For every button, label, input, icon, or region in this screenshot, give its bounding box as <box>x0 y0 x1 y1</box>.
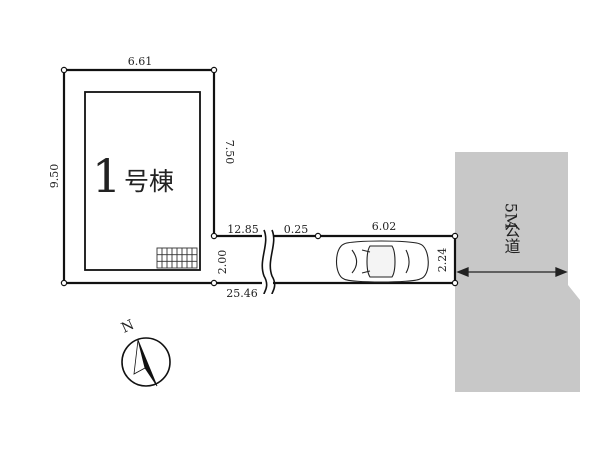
car-icon <box>335 240 429 283</box>
road-width-label: 5M <box>502 203 521 230</box>
road-width-arrow <box>456 267 568 277</box>
entrance-grid <box>156 247 198 269</box>
dim-seg3: 6.02 <box>372 220 397 233</box>
break-mark-right <box>269 229 276 295</box>
building-number: 1 <box>92 149 121 203</box>
break-gap <box>262 230 273 290</box>
break-mark-left <box>261 229 268 295</box>
dim-passage-width: 2.00 <box>216 250 229 275</box>
building-footprint <box>84 91 201 271</box>
corner-markers <box>60 66 459 287</box>
dim-lot-top: 6.61 <box>128 55 153 68</box>
dim-frontage: 2.24 <box>436 248 449 273</box>
dim-seg2: 0.25 <box>284 223 309 236</box>
dim-lot-left: 9.50 <box>48 164 61 189</box>
dim-passage-length: 25.46 <box>226 287 258 300</box>
compass-north-label: N <box>119 317 137 337</box>
dim-lot-right: 7.50 <box>223 140 236 165</box>
building-label: 号棟 <box>124 167 174 196</box>
road-name-label: 公道 <box>502 222 521 254</box>
compass-icon <box>121 337 171 387</box>
dim-seg1: 12.85 <box>227 223 259 236</box>
